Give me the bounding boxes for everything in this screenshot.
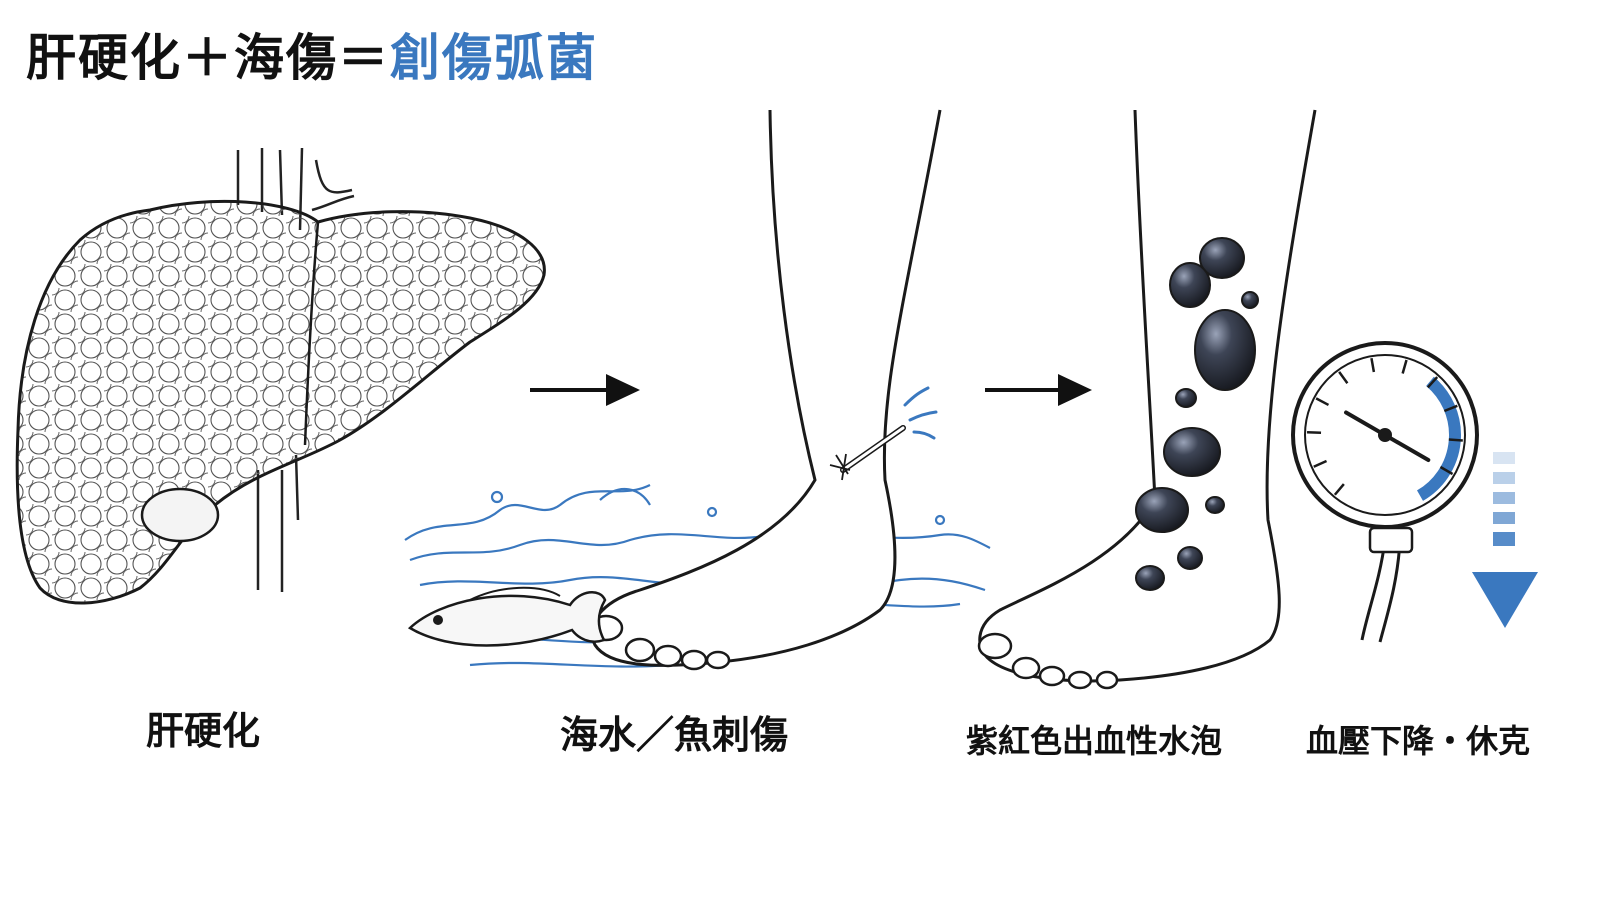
fish-icon	[407, 586, 607, 647]
fish-spine-icon	[829, 386, 938, 481]
gauge-tick	[1315, 397, 1330, 407]
arrow-down-icon	[1472, 452, 1538, 628]
gauge-tick	[1370, 357, 1376, 373]
arrow-right-icon-2	[985, 374, 1092, 406]
gauge-tick	[1443, 404, 1458, 413]
gauge-tick	[1338, 371, 1349, 384]
gallbladder	[140, 487, 220, 543]
liver-ligament	[303, 221, 320, 446]
caption-cirrhosis: 肝硬化	[146, 709, 261, 753]
gauge-tick	[1333, 483, 1345, 496]
hemorrhagic-bullae	[1135, 237, 1259, 591]
gauge-tick	[1439, 465, 1454, 476]
title-accent: 創傷弧菌	[390, 29, 598, 87]
gauge-tick	[1448, 438, 1463, 442]
caption-hemorrhagic-bullae: 紫紅色出血性水泡	[966, 722, 1223, 760]
toes-2	[977, 632, 1119, 690]
toes	[588, 614, 731, 671]
liver-illustration	[15, 147, 546, 605]
bullae-leg-illustration	[977, 109, 1317, 690]
pressure-gauge-icon	[1291, 341, 1479, 643]
foot-wound-illustration	[404, 109, 991, 671]
gauge-tick	[1313, 459, 1328, 468]
gauge-ticks	[1307, 357, 1463, 496]
title-prefix: 肝硬化＋海傷＝	[26, 29, 390, 87]
caption-hypotension-shock: 血壓下降・休克	[1306, 722, 1531, 760]
leg-outline	[590, 109, 942, 667]
gauge-tick	[1426, 376, 1439, 389]
leg-outline-2	[978, 109, 1317, 683]
page-title: 肝硬化＋海傷＝創傷弧菌	[26, 18, 598, 90]
arrow-right-icon	[530, 374, 640, 406]
caption-seawater-wound: 海水／魚刺傷	[560, 713, 789, 757]
gauge-tick	[1401, 359, 1408, 374]
